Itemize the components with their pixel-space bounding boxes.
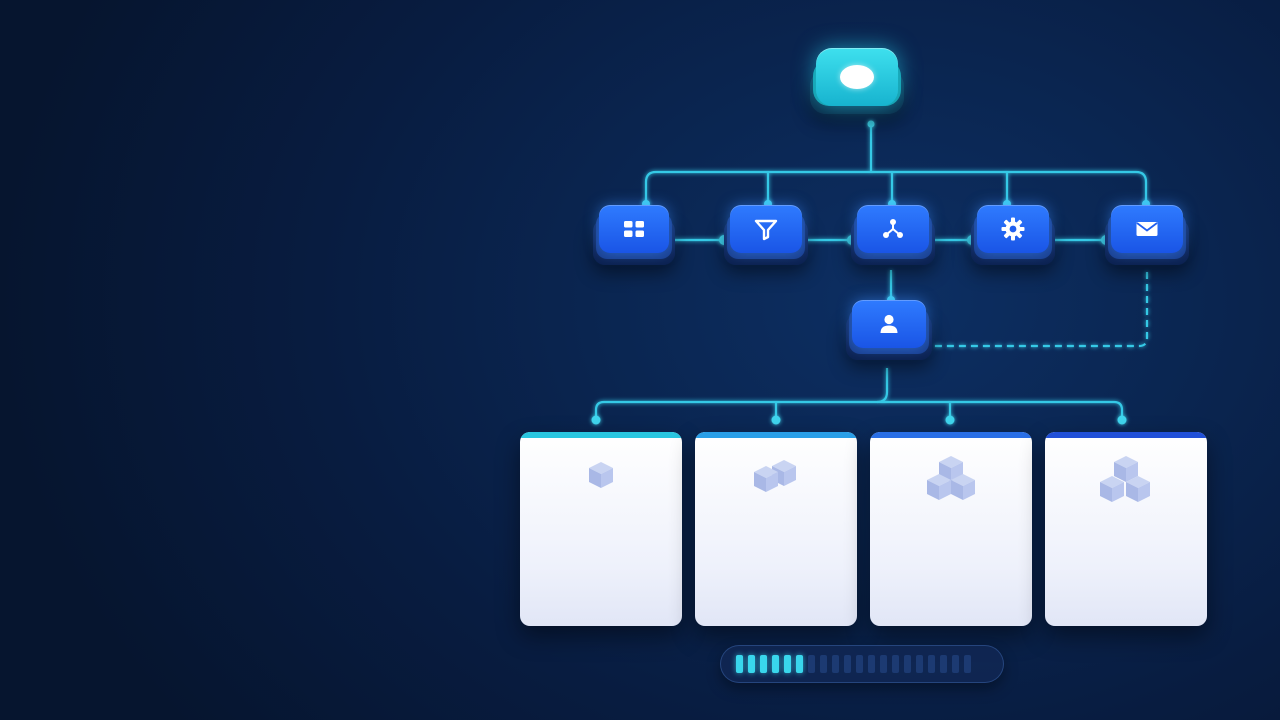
node-filter[interactable] — [724, 205, 808, 275]
wire-dot-bottom-4 — [1117, 415, 1127, 425]
progress-segment-empty — [880, 655, 887, 673]
node-dashboard[interactable] — [593, 205, 675, 275]
grid-icon — [624, 221, 644, 237]
output-card-4[interactable] — [1045, 432, 1207, 626]
progress-segment-empty — [832, 655, 839, 673]
wire-bus-top — [644, 170, 1148, 183]
wire-bus-bottom — [877, 400, 1124, 420]
output-card-2[interactable] — [695, 432, 857, 626]
output-card-3[interactable] — [870, 432, 1032, 626]
progress-segment-filled — [748, 655, 755, 673]
card-band — [1045, 432, 1207, 438]
gear-icon — [1001, 217, 1025, 241]
node-settings[interactable] — [971, 205, 1055, 275]
wire-dot-bottom-1 — [591, 415, 601, 425]
share-nodes-icon — [883, 219, 903, 238]
funnel-icon — [754, 219, 778, 241]
card-band — [695, 432, 857, 438]
cube-1-icon — [589, 462, 613, 488]
progress-segment-empty — [904, 655, 911, 673]
progress-segment-filled — [784, 655, 791, 673]
progress-bar — [720, 645, 1004, 683]
progress-segment-empty — [952, 655, 959, 673]
progress-segment-empty — [808, 655, 815, 673]
output-card-1[interactable] — [520, 432, 682, 626]
cube-3-icon — [927, 456, 975, 500]
progress-segment-empty — [856, 655, 863, 673]
progress-segment-filled — [796, 655, 803, 673]
wire-dashed-mail-user — [930, 272, 1149, 348]
node-share[interactable] — [851, 205, 935, 275]
progress-segment-filled — [772, 655, 779, 673]
cube-4-icon — [1100, 456, 1150, 502]
progress-segment-empty — [868, 655, 875, 673]
progress-segment-empty — [820, 655, 827, 673]
cube-2-icon — [754, 460, 796, 492]
wire-user-bus — [594, 368, 889, 420]
progress-segment-empty — [916, 655, 923, 673]
envelope-icon — [1136, 222, 1158, 236]
progress-segment-empty — [892, 655, 899, 673]
card-band — [520, 432, 682, 438]
progress-segment-empty — [844, 655, 851, 673]
user-icon — [880, 314, 898, 333]
progress-track — [736, 655, 971, 673]
progress-segment-empty — [928, 655, 935, 673]
wire-dot-root — [867, 120, 875, 128]
progress-segment-empty — [940, 655, 947, 673]
wire-dot-bottom-2 — [771, 415, 781, 425]
root-node[interactable] — [810, 48, 904, 132]
progress-segment-filled — [760, 655, 767, 673]
node-mail[interactable] — [1105, 205, 1189, 275]
progress-segment-empty — [964, 655, 971, 673]
toggle-icon — [840, 65, 874, 89]
node-user[interactable] — [846, 300, 932, 370]
card-band — [870, 432, 1032, 438]
wire-dot-bottom-3 — [945, 415, 955, 425]
progress-segment-filled — [736, 655, 743, 673]
